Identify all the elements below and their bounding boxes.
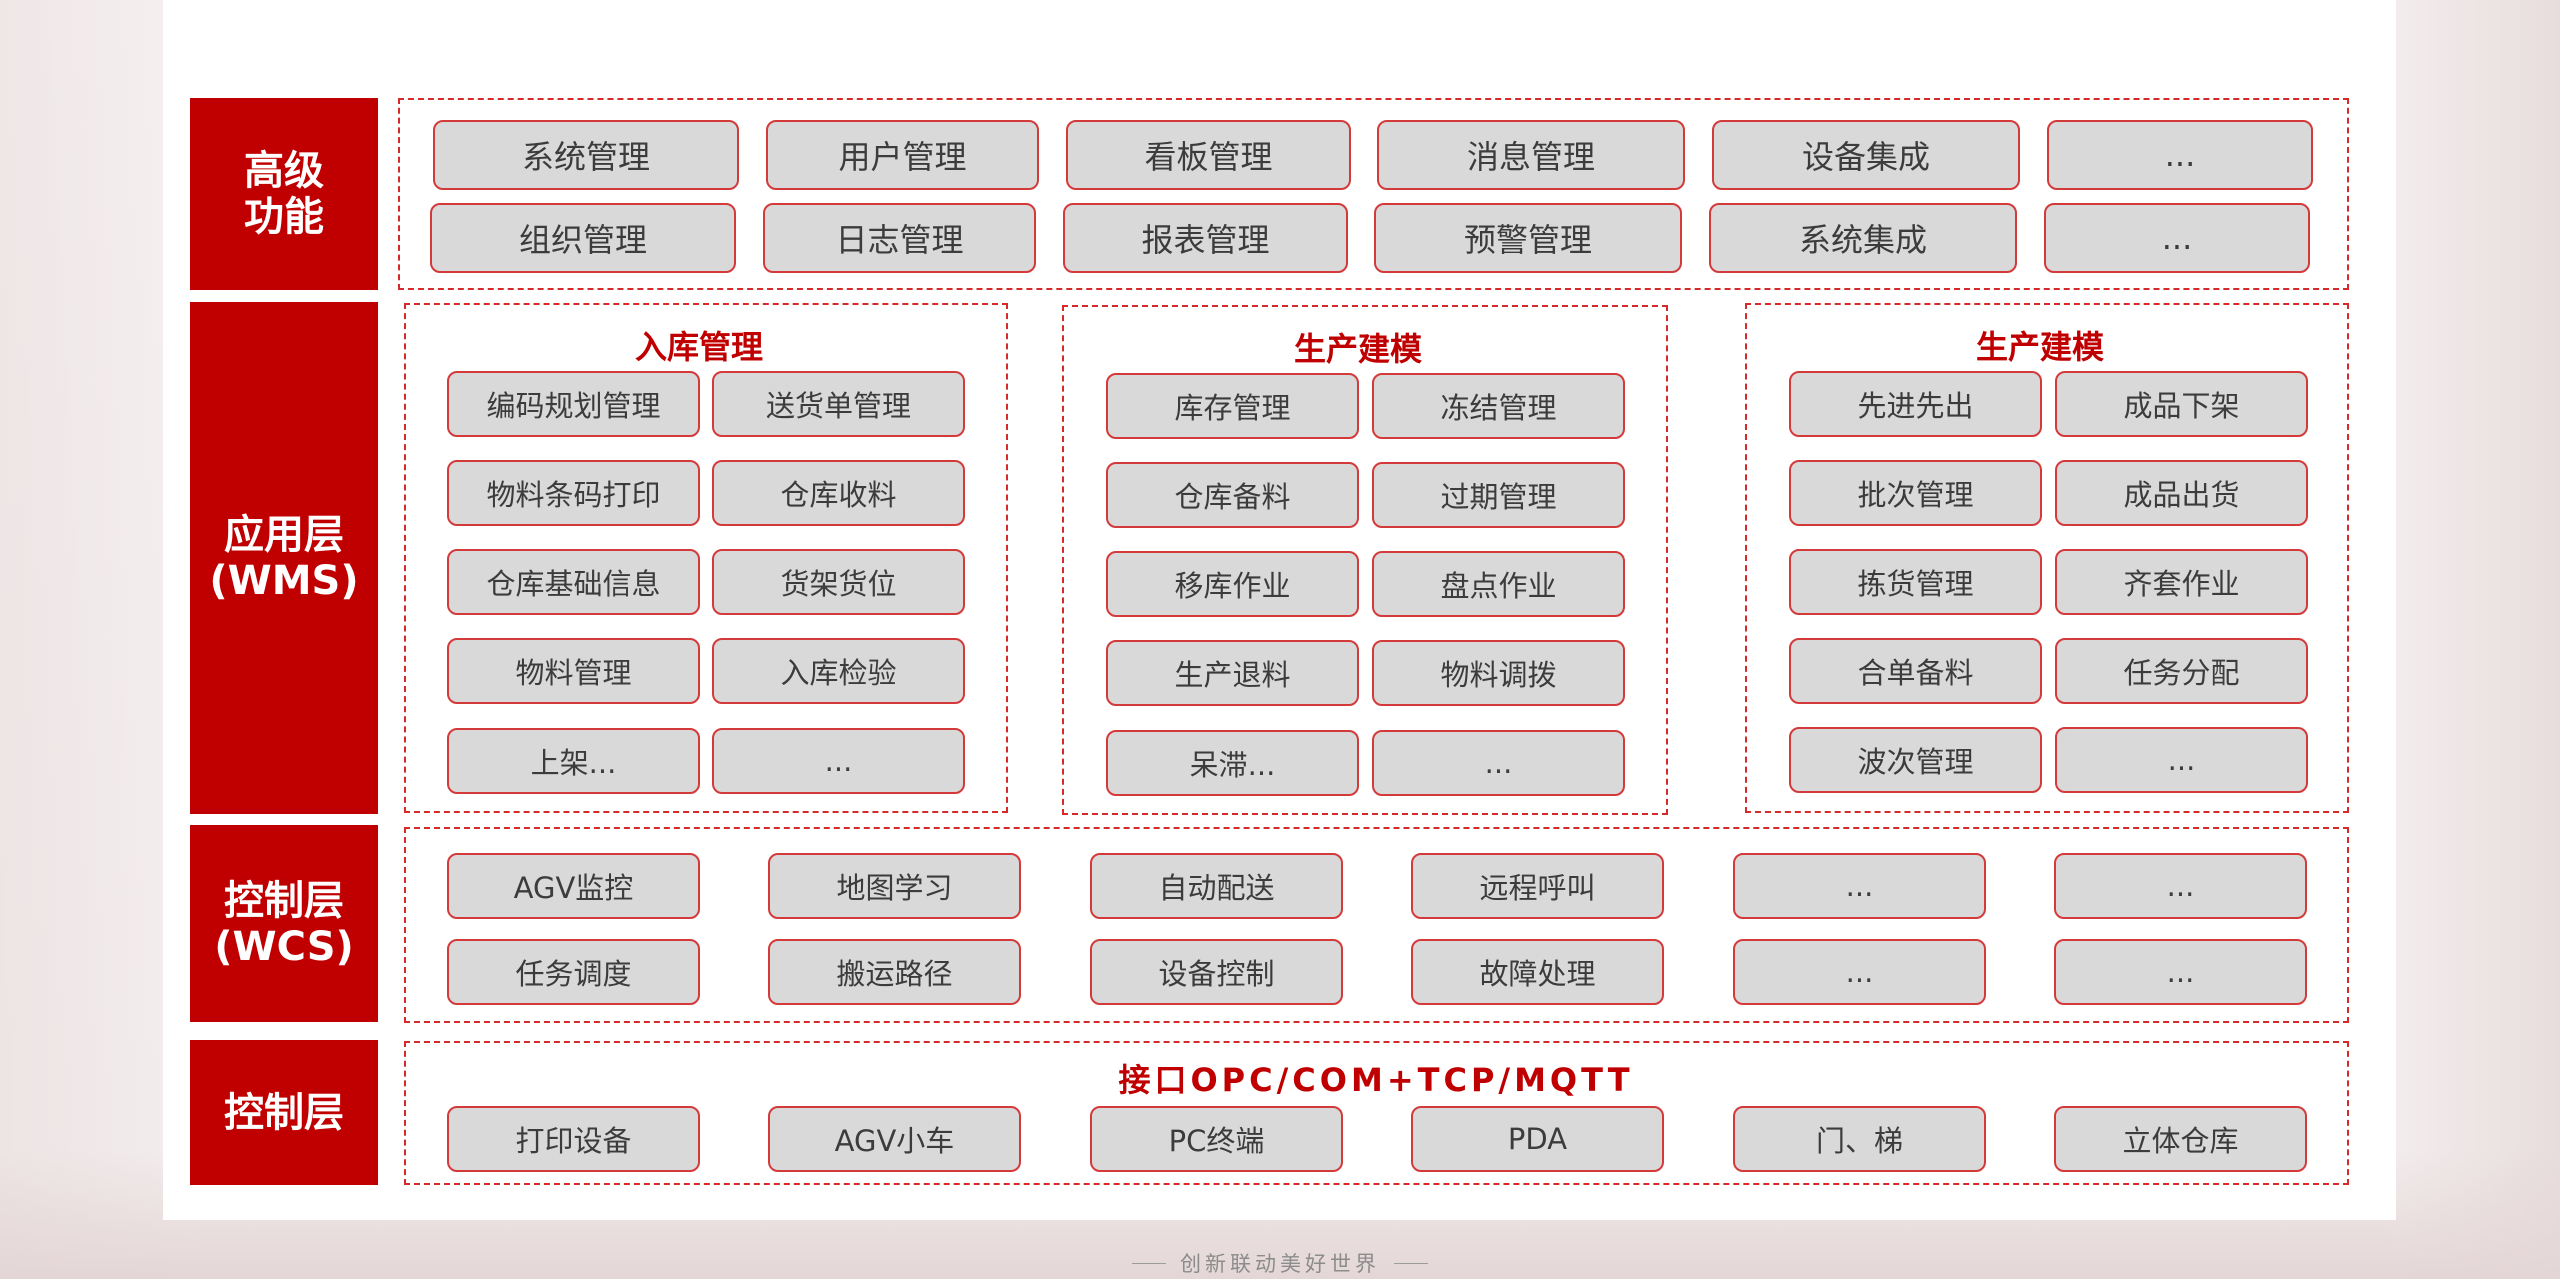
wms-function-button[interactable]: 拣货管理 <box>1789 549 2042 615</box>
feature-button[interactable]: 看板管理 <box>1066 120 1351 190</box>
section-title-outbound: 生产建模 <box>1975 328 2104 366</box>
wms-function-button[interactable]: 盘点作业 <box>1372 551 1625 617</box>
wms-function-button[interactable]: 波次管理 <box>1789 727 2042 793</box>
wms-function-button[interactable]: 合单备料 <box>1789 638 2042 704</box>
footer-slogan: 创新联动美好世界 <box>1180 1252 1380 1276</box>
device-button[interactable]: 立体仓库 <box>2054 1106 2307 1172</box>
wms-function-button[interactable]: 入库检验 <box>712 638 965 704</box>
wms-function-button[interactable]: 送货单管理 <box>712 371 965 437</box>
zone-interface <box>404 1041 2349 1185</box>
device-button[interactable]: PC终端 <box>1090 1106 1343 1172</box>
wms-function-button[interactable]: 货架货位 <box>712 549 965 615</box>
background-right <box>2390 0 2560 1279</box>
wms-function-button[interactable]: ... <box>712 728 965 794</box>
feature-button[interactable]: 组织管理 <box>430 203 736 273</box>
device-button[interactable]: 门、梯 <box>1733 1106 1986 1172</box>
wms-function-button[interactable]: 过期管理 <box>1372 462 1625 528</box>
layer-label-wcs: 控制层 (WCS) <box>190 825 378 1022</box>
feature-button[interactable]: 系统管理 <box>433 120 739 190</box>
zone-wcs <box>404 827 2349 1023</box>
feature-button[interactable]: 系统集成 <box>1709 203 2017 273</box>
wms-function-button[interactable]: 上架... <box>447 728 700 794</box>
feature-button[interactable]: ... <box>2047 120 2313 190</box>
section-title-production: 生产建模 <box>1293 330 1422 368</box>
wcs-function-button[interactable]: 搬运路径 <box>768 939 1021 1005</box>
wms-function-button[interactable]: 齐套作业 <box>2055 549 2308 615</box>
wcs-function-button[interactable]: 自动配送 <box>1090 853 1343 919</box>
layer-label-advanced: 高级 功能 <box>190 98 378 290</box>
wms-function-button[interactable]: 冻结管理 <box>1372 373 1625 439</box>
wms-function-button[interactable]: 呆滞... <box>1106 730 1359 796</box>
zone-advanced <box>398 98 2349 290</box>
wms-function-button[interactable]: 物料管理 <box>447 638 700 704</box>
footer: 创新联动美好世界 <box>0 1248 2560 1278</box>
zone-wms-outbound <box>1745 303 2349 813</box>
wcs-function-button[interactable]: 地图学习 <box>768 853 1021 919</box>
feature-button[interactable]: 消息管理 <box>1377 120 1685 190</box>
wms-function-button[interactable]: 成品出货 <box>2055 460 2308 526</box>
wcs-function-button[interactable]: ... <box>2054 939 2307 1005</box>
section-title-inbound: 入库管理 <box>634 328 763 366</box>
footer-divider-left <box>1132 1262 1166 1264</box>
footer-divider-right <box>1394 1262 1428 1264</box>
device-button[interactable]: AGV小车 <box>768 1106 1021 1172</box>
wms-function-button[interactable]: ... <box>2055 727 2308 793</box>
wcs-function-button[interactable]: ... <box>1733 853 1986 919</box>
wms-function-button[interactable]: 仓库备料 <box>1106 462 1359 528</box>
feature-button[interactable]: ... <box>2044 203 2310 273</box>
zone-wms-production <box>1062 305 1668 815</box>
wms-function-button[interactable]: 仓库收料 <box>712 460 965 526</box>
wms-function-button[interactable]: 生产退料 <box>1106 640 1359 706</box>
wcs-function-button[interactable]: 远程呼叫 <box>1411 853 1664 919</box>
wms-function-button[interactable]: 物料调拨 <box>1372 640 1625 706</box>
wms-function-button[interactable]: 库存管理 <box>1106 373 1359 439</box>
wcs-function-button[interactable]: 设备控制 <box>1090 939 1343 1005</box>
wms-function-button[interactable]: 编码规划管理 <box>447 371 700 437</box>
device-button[interactable]: PDA <box>1411 1106 1664 1172</box>
wms-function-button[interactable]: 任务分配 <box>2055 638 2308 704</box>
wcs-function-button[interactable]: AGV监控 <box>447 853 700 919</box>
wcs-function-button[interactable]: 任务调度 <box>447 939 700 1005</box>
wms-function-button[interactable]: 批次管理 <box>1789 460 2042 526</box>
wcs-function-button[interactable]: 故障处理 <box>1411 939 1664 1005</box>
feature-button[interactable]: 设备集成 <box>1712 120 2020 190</box>
device-button[interactable]: 打印设备 <box>447 1106 700 1172</box>
wms-function-button[interactable]: 仓库基础信息 <box>447 549 700 615</box>
wms-function-button[interactable]: 成品下架 <box>2055 371 2308 437</box>
wcs-function-button[interactable]: ... <box>1733 939 1986 1005</box>
feature-button[interactable]: 日志管理 <box>763 203 1036 273</box>
wms-function-button[interactable]: 先进先出 <box>1789 371 2042 437</box>
feature-button[interactable]: 预警管理 <box>1374 203 1682 273</box>
layer-label-wms: 应用层 (WMS) <box>190 302 378 814</box>
zone-wms-inbound <box>404 303 1008 813</box>
wms-function-button[interactable]: 物料条码打印 <box>447 460 700 526</box>
wcs-function-button[interactable]: ... <box>2054 853 2307 919</box>
interface-title: 接口OPC/COM+TCP/MQTT <box>1118 1061 1634 1099</box>
feature-button[interactable]: 用户管理 <box>766 120 1039 190</box>
layer-label-control: 控制层 <box>190 1040 378 1185</box>
feature-button[interactable]: 报表管理 <box>1063 203 1348 273</box>
wms-function-button[interactable]: 移库作业 <box>1106 551 1359 617</box>
wms-function-button[interactable]: ... <box>1372 730 1625 796</box>
